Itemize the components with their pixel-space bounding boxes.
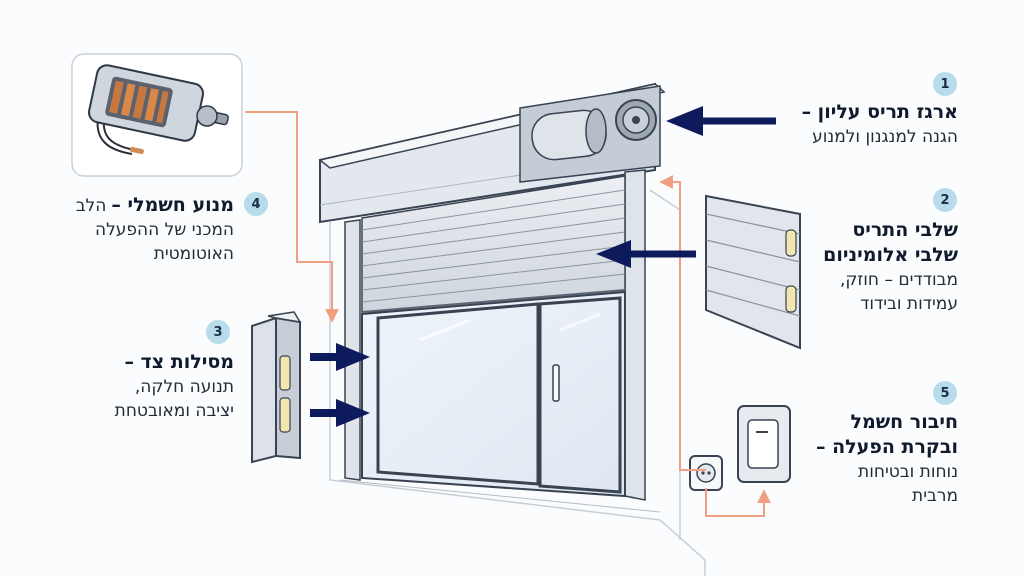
callout-1-title: ארגז תריס עליון – [801, 101, 958, 123]
callout-2: שלבי התריס שלבי אלומיניום מבודדים – חוזק… [808, 218, 958, 316]
callout-5-line-2: מרבית [912, 486, 958, 506]
glass-door [361, 290, 626, 498]
callout-4-title-rest: הלב [75, 196, 107, 216]
slat-profile-illustration [705, 194, 801, 350]
callout-5-title: חיבור חשמל [850, 411, 958, 433]
callout-1-line-1: הגנה למנגנון ולמנוע [812, 127, 958, 147]
callout-3-line-1: תנועה חלקה, [134, 377, 234, 397]
gear-icon [615, 99, 657, 141]
callout-2-line-1: מבודדים – חוזק, [839, 270, 958, 290]
callout-3: מסילות צד – תנועה חלקה, יציבה ומאובטחת [74, 350, 234, 423]
callout-1: ארגז תריס עליון – הגנה למנגנון ולמנוע [718, 100, 958, 149]
callout-5-badge: 5 [933, 381, 957, 405]
callout-4: מנוע חשמלי – הלב המכני של ההפעלה האוטומט… [44, 193, 234, 266]
top-box [318, 82, 666, 224]
callout-2-badge: 2 [933, 188, 957, 212]
side-rail-illustration [251, 311, 302, 464]
callout-5-line-1: נוחות ובטיחות [858, 462, 958, 482]
callout-2-title-2: שלבי אלומיניום [823, 244, 958, 266]
callout-4-line-2: האוטומטית [153, 244, 234, 264]
wall-switch-icon [737, 405, 791, 483]
motor-inset [71, 53, 243, 177]
callout-4-line-1: המכני של ההפעלה [94, 220, 234, 240]
callout-4-badge: 4 [244, 192, 268, 216]
motor-icon [88, 64, 229, 155]
callout-5: חיבור חשמל ובקרת הפעלה – נוחות ובטיחות מ… [808, 410, 958, 508]
callout-3-title: מסילות צד – [124, 351, 234, 373]
callout-2-title: שלבי התריס [852, 219, 958, 241]
callout-2-line-2: עמידות ובידוד [860, 294, 958, 314]
callout-3-line-2: יציבה ומאובטחת [114, 401, 234, 421]
power-socket-icon [689, 455, 723, 491]
leader-lines [245, 111, 771, 517]
callout-4-title: מנוע חשמלי – [111, 194, 234, 216]
callout-5-title-2: ובקרת הפעלה – [816, 436, 958, 458]
pointer-arrows [310, 106, 776, 427]
shutter-slats [361, 175, 626, 313]
callout-1-badge: 1 [933, 72, 957, 96]
callout-3-badge: 3 [206, 320, 230, 344]
